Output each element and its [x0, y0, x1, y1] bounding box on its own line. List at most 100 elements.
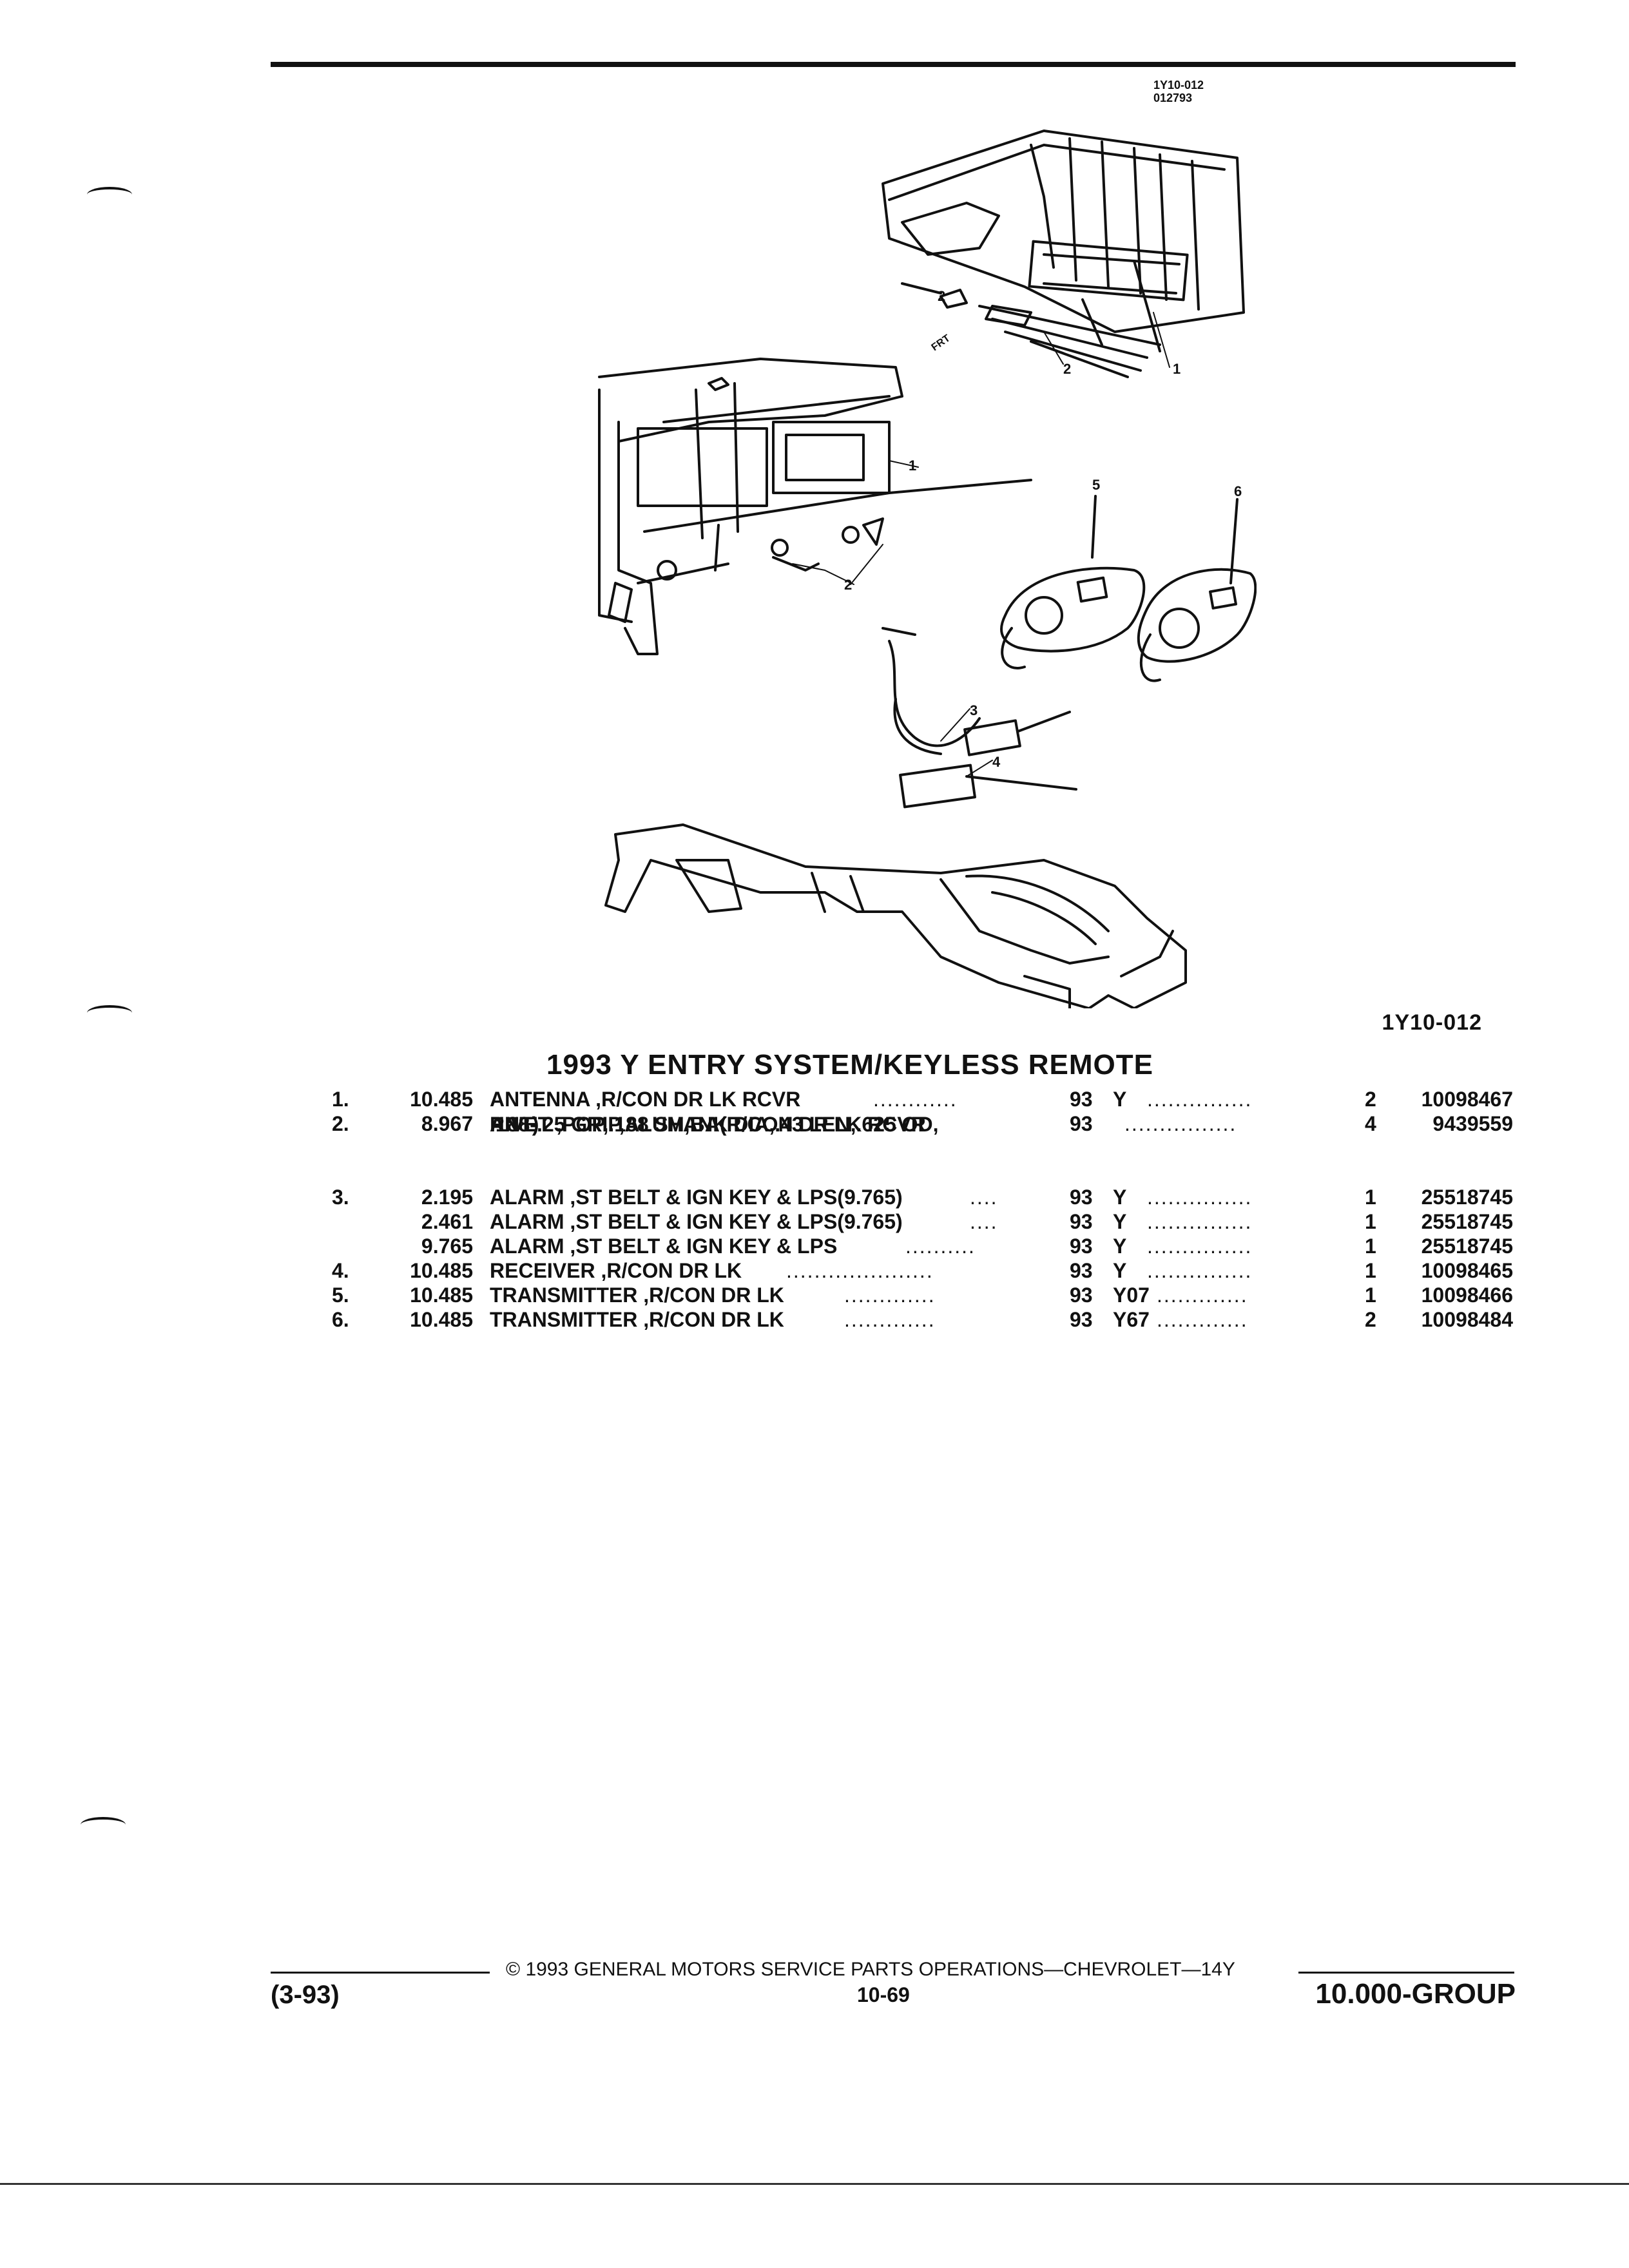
- part-number: 9439559: [1432, 1112, 1513, 1135]
- series-code: Y: [1113, 1235, 1127, 1258]
- part-description-line: ANT): [490, 1113, 539, 1136]
- quantity: 1: [1365, 1235, 1376, 1258]
- callout-2-shelf: 2: [1063, 361, 1071, 377]
- model-year: 93: [1070, 1283, 1093, 1307]
- part-number: 10098484: [1421, 1308, 1513, 1331]
- figure-code-date: 012793: [1153, 91, 1193, 104]
- rear-shelf-drawing: [882, 130, 1245, 378]
- parts-row: 4. 10.485 RECEIVER ,R/CON DR LK ........…: [0, 1259, 1629, 1283]
- leader-dots: .............: [844, 1308, 936, 1331]
- instrument-panel-drawing: [598, 358, 1032, 655]
- figure-code: 1Y10-012 012793: [1153, 79, 1204, 104]
- leader-dots: ...............: [1147, 1259, 1253, 1282]
- group-number: 2.195: [421, 1186, 473, 1209]
- item-number: 3.: [332, 1186, 349, 1209]
- quantity: 2: [1365, 1308, 1376, 1331]
- part-description: ALARM ,ST BELT & IGN KEY & LPS: [490, 1235, 838, 1258]
- parts-row: 1. 10.485 ANTENNA ,R/CON DR LK RCVR ....…: [0, 1088, 1629, 1112]
- leader-dots: .....................: [786, 1259, 934, 1282]
- leader-dots: ...............: [1147, 1210, 1253, 1233]
- parts-row: 2.461 ALARM ,ST BELT & IGN KEY & LPS(9.7…: [0, 1210, 1629, 1235]
- group-number: 8.967: [421, 1112, 473, 1135]
- model-year: 93: [1070, 1088, 1093, 1111]
- part-description: TRANSMITTER ,R/CON DR LK: [490, 1283, 784, 1307]
- alarm-harness-drawing: [882, 627, 1077, 809]
- part-description: TRANSMITTER ,R/CON DR LK: [490, 1308, 784, 1331]
- footer-rule-left: [271, 1972, 490, 1974]
- parts-row: 3. 2.195 ALARM ,ST BELT & IGN KEY & LPS(…: [0, 1186, 1629, 1210]
- model-year: 93: [1070, 1186, 1093, 1209]
- series-code: Y: [1113, 1210, 1127, 1233]
- figure-code-top: 1Y10-012: [1153, 79, 1204, 91]
- series-code: Y: [1113, 1186, 1127, 1209]
- leader-dots: ............: [873, 1088, 958, 1111]
- quantity: 1: [1365, 1210, 1376, 1233]
- parts-illustration: 1 2 2 1 2 5 6 3 4 FRT: [598, 130, 1257, 1008]
- binder-mark: [87, 187, 132, 202]
- part-description: ALARM ,ST BELT & IGN KEY & LPS(9.765): [490, 1186, 903, 1209]
- footer-rule-right: [1298, 1972, 1514, 1974]
- part-number: 10098467: [1421, 1088, 1513, 1111]
- parts-list: 1. 10.485 ANTENNA ,R/CON DR LK RCVR ....…: [0, 1088, 1629, 1332]
- leader-dots: ...............: [1147, 1088, 1253, 1111]
- group-number: 2.461: [421, 1210, 473, 1233]
- part-number: 25518745: [1421, 1210, 1513, 1233]
- item-number: 4.: [332, 1259, 349, 1282]
- series-code: Y07: [1113, 1283, 1150, 1307]
- leader-dots: ................: [1124, 1112, 1237, 1135]
- figure-label: 1Y10-012: [1382, 1010, 1482, 1035]
- part-description: ALARM ,ST BELT & IGN KEY & LPS(9.765): [490, 1210, 903, 1233]
- callout-2-shelf-left: 2: [938, 288, 945, 304]
- leader-dots: .............: [1157, 1308, 1248, 1331]
- series-code: Y67: [1113, 1308, 1150, 1331]
- leader-dots: ...............: [1147, 1186, 1253, 1209]
- parts-row: 5. 10.485 TRANSMITTER ,R/CON DR LK .....…: [0, 1283, 1629, 1308]
- quantity: 1: [1365, 1283, 1376, 1307]
- bottom-rule: [0, 2183, 1629, 2185]
- part-number: 25518745: [1421, 1235, 1513, 1258]
- group-number: 10.485: [410, 1259, 473, 1282]
- quantity: 1: [1365, 1186, 1376, 1209]
- item-number: 6.: [332, 1308, 349, 1331]
- callout-4: 4: [992, 754, 1001, 770]
- section-title: 1993 Y ENTRY SYSTEM/KEYLESS REMOTE: [546, 1049, 1153, 1081]
- leader-dots: .............: [844, 1283, 936, 1307]
- binder-mark: [87, 1005, 132, 1021]
- model-year: 93: [1070, 1259, 1093, 1282]
- quantity: 2: [1365, 1088, 1376, 1111]
- model-year: 93: [1070, 1235, 1093, 1258]
- parts-row: 2. 8.967 RIVET ,POP,.188 SHANK DIA,.43 L…: [0, 1112, 1629, 1186]
- leader-dots: ....: [970, 1210, 998, 1233]
- item-number: 1.: [332, 1088, 349, 1111]
- revision-date: (3-93): [271, 1981, 340, 2009]
- quantity: 1: [1365, 1259, 1376, 1282]
- group-number: 10.485: [410, 1283, 473, 1307]
- transmitter-drawings: [1000, 495, 1257, 682]
- top-rule: [271, 62, 1516, 67]
- page-number: 10-69: [857, 1983, 910, 2006]
- parts-row: 9.765 ALARM ,ST BELT & IGN KEY & LPS ...…: [0, 1235, 1629, 1259]
- lower-panel-drawing: [604, 823, 1187, 1008]
- group-number: 10.485: [410, 1088, 473, 1111]
- part-number: 10098466: [1421, 1283, 1513, 1307]
- group-number: 9.765: [421, 1235, 473, 1258]
- callout-6: 6: [1234, 483, 1242, 499]
- parts-row: 6. 10.485 TRANSMITTER ,R/CON DR LK .....…: [0, 1308, 1629, 1332]
- model-year: 93: [1070, 1210, 1093, 1233]
- leader-dots: ..........: [905, 1235, 976, 1258]
- leader-dots: ...............: [1147, 1235, 1253, 1258]
- copyright-notice: © 1993 GENERAL MOTORS SERVICE PARTS OPER…: [506, 1959, 1235, 1980]
- series-code: Y: [1113, 1088, 1127, 1111]
- series-code: Y: [1113, 1259, 1127, 1282]
- callout-1-shelf: 1: [1173, 361, 1181, 377]
- callout-5: 5: [1092, 477, 1100, 493]
- callout-3: 3: [970, 702, 978, 718]
- quantity: 4: [1365, 1112, 1376, 1135]
- part-number: 25518745: [1421, 1186, 1513, 1209]
- group-number: 10.485: [410, 1308, 473, 1331]
- leader-dots: .............: [1157, 1283, 1248, 1307]
- model-year: 93: [1070, 1112, 1093, 1135]
- model-year: 93: [1070, 1308, 1093, 1331]
- group-label: 10.000-GROUP: [1315, 1978, 1516, 2010]
- item-number: 2.: [332, 1112, 349, 1135]
